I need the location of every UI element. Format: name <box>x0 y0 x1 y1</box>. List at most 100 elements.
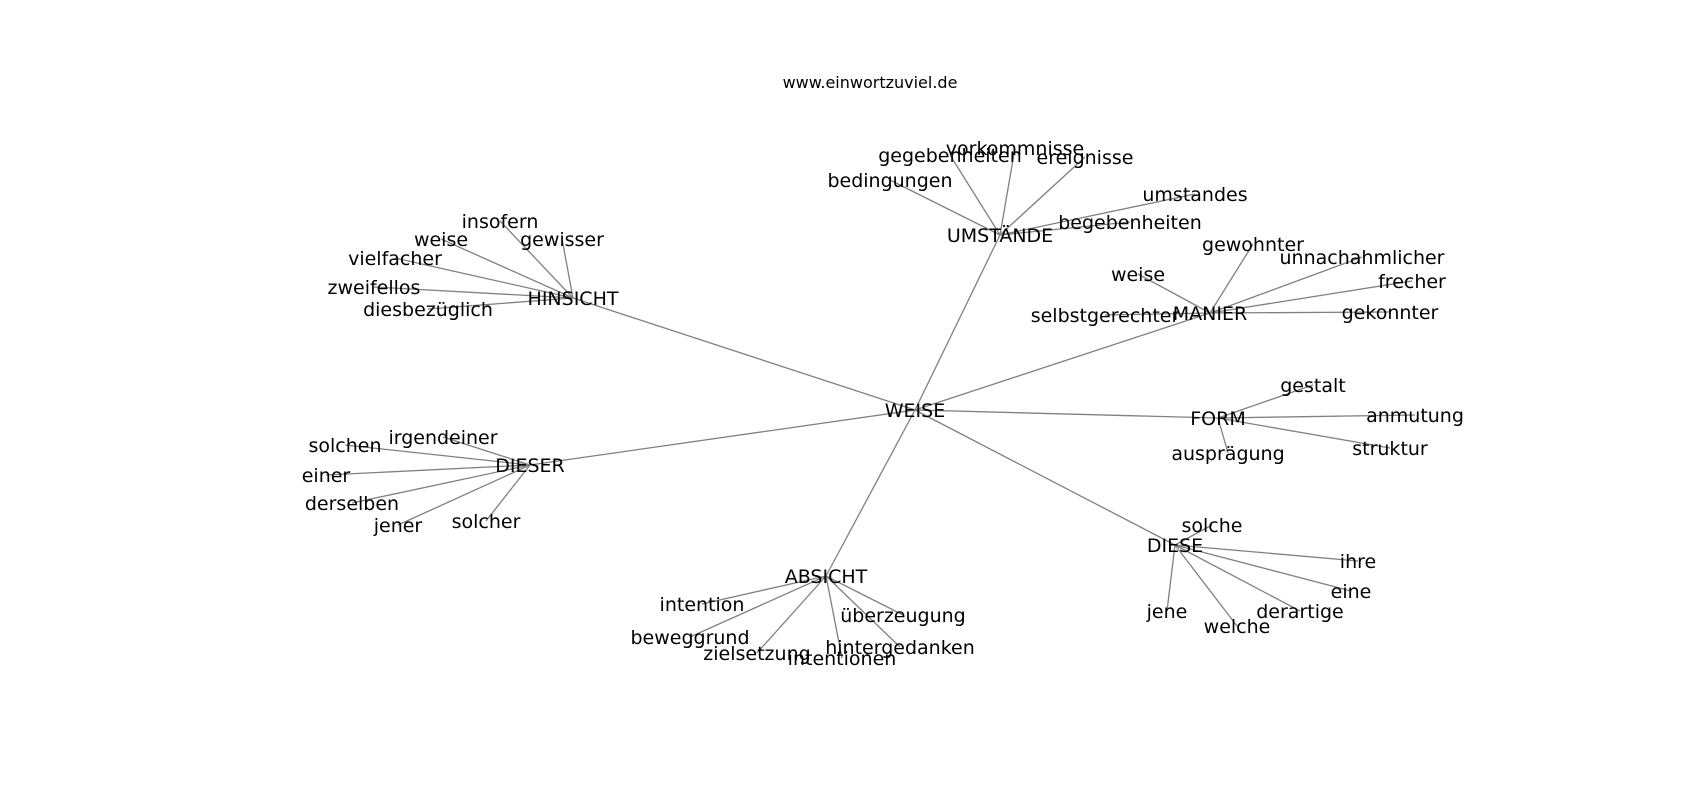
word-node-label: beweggrund <box>630 627 749 649</box>
hub-node-label: UMSTÄNDE <box>947 224 1053 247</box>
edge-hub-word <box>1217 417 1229 454</box>
edge-center-hub <box>572 297 916 411</box>
word-node-label: welche <box>1204 616 1271 638</box>
word-node-label: solche <box>1182 515 1243 537</box>
word-node-label: intentionen <box>788 648 897 670</box>
edge-hub-word <box>756 575 827 654</box>
edge-hub-word <box>499 220 574 299</box>
edge-hub-word <box>427 297 574 310</box>
word-node-label: einer <box>302 465 351 487</box>
word-node-label: unnachahmlicher <box>1280 247 1445 269</box>
word-node-label: zielsetzung <box>703 643 810 665</box>
edge-hub-word <box>394 257 574 299</box>
edge-hub-word <box>1209 243 1254 314</box>
word-node-label: gewisser <box>520 229 604 251</box>
word-node-label: ereignisse <box>1037 147 1134 169</box>
hub-node-label: DIESE <box>1147 535 1203 557</box>
edge-hub-word <box>442 436 531 466</box>
hub-node-label: DIESER <box>495 455 565 477</box>
edge-hub-word <box>1174 544 1238 627</box>
edge-center-hub <box>914 312 1211 411</box>
word-node-label: zweifellos <box>328 277 421 299</box>
edge-hub-word <box>440 238 574 299</box>
center-node-label: WEISE <box>885 400 945 422</box>
word-node-label: vielfacher <box>348 248 442 270</box>
edge-hub-word <box>325 464 531 476</box>
edge-hub-word <box>1217 417 1391 449</box>
edge-hub-word <box>1174 544 1301 612</box>
word-node-label: gekonnter <box>1342 302 1439 324</box>
edge-hub-word <box>351 464 531 504</box>
word-node-label: insofern <box>462 211 539 233</box>
edge-hub-word <box>1174 544 1359 562</box>
word-node-label: bedingungen <box>827 170 952 192</box>
word-node-label: solcher <box>452 511 521 533</box>
word-node-label: ihre <box>1340 551 1376 573</box>
hub-node-label: MANIER <box>1173 303 1247 325</box>
edge-hub-word <box>825 575 901 648</box>
word-node-label: weise <box>414 229 468 251</box>
edge-hub-word <box>1137 273 1211 314</box>
edge-hub-word <box>485 464 531 522</box>
word-node-label: jene <box>1146 601 1188 623</box>
edge-hub-word <box>999 147 1016 236</box>
edge-hub-word <box>949 154 1001 236</box>
edge-center-hub <box>529 409 916 466</box>
word-node-label: eine <box>1331 581 1372 603</box>
word-node-label: gegebenheiten <box>878 145 1021 167</box>
edge-hub-word <box>889 179 1001 236</box>
edge-hub-word <box>561 238 574 299</box>
edge-hub-word <box>373 286 574 299</box>
word-node-label: derselben <box>305 493 399 515</box>
word-node-label: hintergedanken <box>825 637 975 659</box>
word-node-label: begebenheiten <box>1058 212 1201 234</box>
word-node-label: weise <box>1111 264 1165 286</box>
edge-hub-word <box>999 193 1196 236</box>
edge-hub-word <box>701 575 827 605</box>
word-node-label: gewohnter <box>1202 234 1304 256</box>
edge-center-hub <box>914 234 1001 411</box>
edge-hub-word <box>1209 280 1413 314</box>
word-node-label: umstandes <box>1142 184 1247 206</box>
word-node-label: diesbezüglich <box>363 299 493 321</box>
edge-hub-word <box>825 575 904 616</box>
edge-hub-word <box>825 575 843 659</box>
hub-node-label: ABSICHT <box>785 566 868 588</box>
word-node-label: irgendeiner <box>388 427 497 449</box>
word-node-label: solchen <box>308 435 381 457</box>
word-node-label: anmutung <box>1366 405 1464 427</box>
word-node-label: struktur <box>1352 438 1428 460</box>
edge-center-hub <box>914 409 1176 546</box>
edge-hub-word <box>344 444 531 466</box>
word-node-label: frecher <box>1378 271 1446 293</box>
edge-center-hub <box>914 409 1219 419</box>
edge-hub-word <box>1209 256 1363 314</box>
word-node-label: intention <box>660 594 745 616</box>
edge-hub-word <box>1104 312 1211 316</box>
edge-layer <box>325 147 1416 659</box>
word-node-label: derartige <box>1256 601 1344 623</box>
hub-node-label: FORM <box>1190 408 1245 430</box>
edge-hub-word <box>1174 524 1213 546</box>
hub-node-label: HINSICHT <box>528 288 619 310</box>
word-node-label: gestalt <box>1280 375 1345 397</box>
word-node-label: jener <box>373 515 423 537</box>
edge-center-hub <box>825 409 916 577</box>
edge-hub-word <box>1209 311 1391 314</box>
edge-hub-word <box>1174 544 1352 592</box>
edge-hub-word <box>999 221 1131 236</box>
label-layer: WEISE UMSTÄNDE gegebenheitenvorkommnisseer… <box>302 138 1464 670</box>
edge-hub-word <box>1217 384 1314 419</box>
edge-hub-word <box>397 464 531 526</box>
edge-hub-word <box>689 575 827 638</box>
edge-hub-word <box>999 156 1086 236</box>
word-node-label: überzeugung <box>840 605 966 627</box>
source-label: www.einwortzuviel.de <box>783 73 958 92</box>
edge-hub-word <box>1217 414 1416 419</box>
edge-hub-word <box>1166 544 1176 612</box>
word-node-label: ausprägung <box>1171 443 1284 465</box>
word-node-label: vorkommnisse <box>946 138 1084 160</box>
word-node-label: selbstgerechter <box>1031 305 1180 327</box>
